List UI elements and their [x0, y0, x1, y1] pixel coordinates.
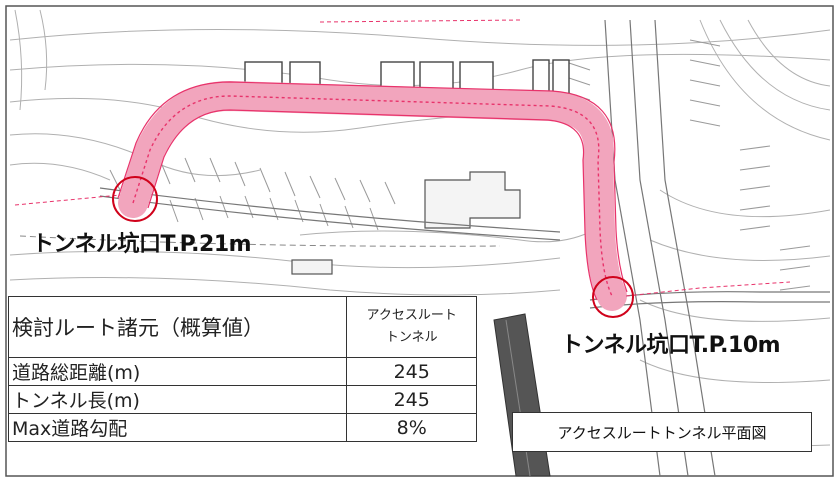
row-value: 245 — [346, 385, 477, 414]
tunnel-route — [14, 19, 791, 311]
table-row: Max道路勾配 8% — [7, 413, 477, 442]
row-label: 道路総距離(m) — [7, 357, 348, 386]
row-value: 8% — [346, 413, 477, 442]
table-header-column-line1: アクセスルート — [366, 308, 457, 323]
plan-title-box: アクセスルートトンネル平面図 — [512, 412, 812, 452]
table-header-label: 検討ルート諸元（概算値） — [7, 296, 348, 358]
table-row: 道路総距離(m) 245 — [7, 357, 477, 386]
table-header-column-line2: トンネル — [385, 330, 438, 345]
row-label: Max道路勾配 — [7, 413, 348, 442]
plan-title-text: アクセスルートトンネル平面図 — [557, 423, 767, 442]
table-header-column: アクセスルート トンネル — [346, 296, 477, 358]
east-portal-circle — [592, 276, 634, 318]
west-portal-circle — [112, 176, 158, 222]
table-row: トンネル長(m) 245 — [7, 385, 477, 414]
road-centerline — [19, 235, 501, 247]
buildings — [291, 171, 521, 275]
row-value: 245 — [346, 357, 477, 386]
portal-circles — [112, 176, 634, 318]
row-label: トンネル長(m) — [7, 385, 348, 414]
portal-east-label: トンネル坑口T.P.10m — [561, 333, 781, 358]
spec-table: 検討ルート諸元（概算値） アクセスルート トンネル 道路総距離(m) 245 ト… — [7, 296, 477, 442]
drawing-frame — [5, 5, 834, 477]
portal-west-label: トンネル坑口T.P.21m — [32, 232, 252, 257]
table-header-row: 検討ルート諸元（概算値） アクセスルート トンネル — [7, 296, 477, 358]
slope-hatching — [109, 39, 811, 291]
